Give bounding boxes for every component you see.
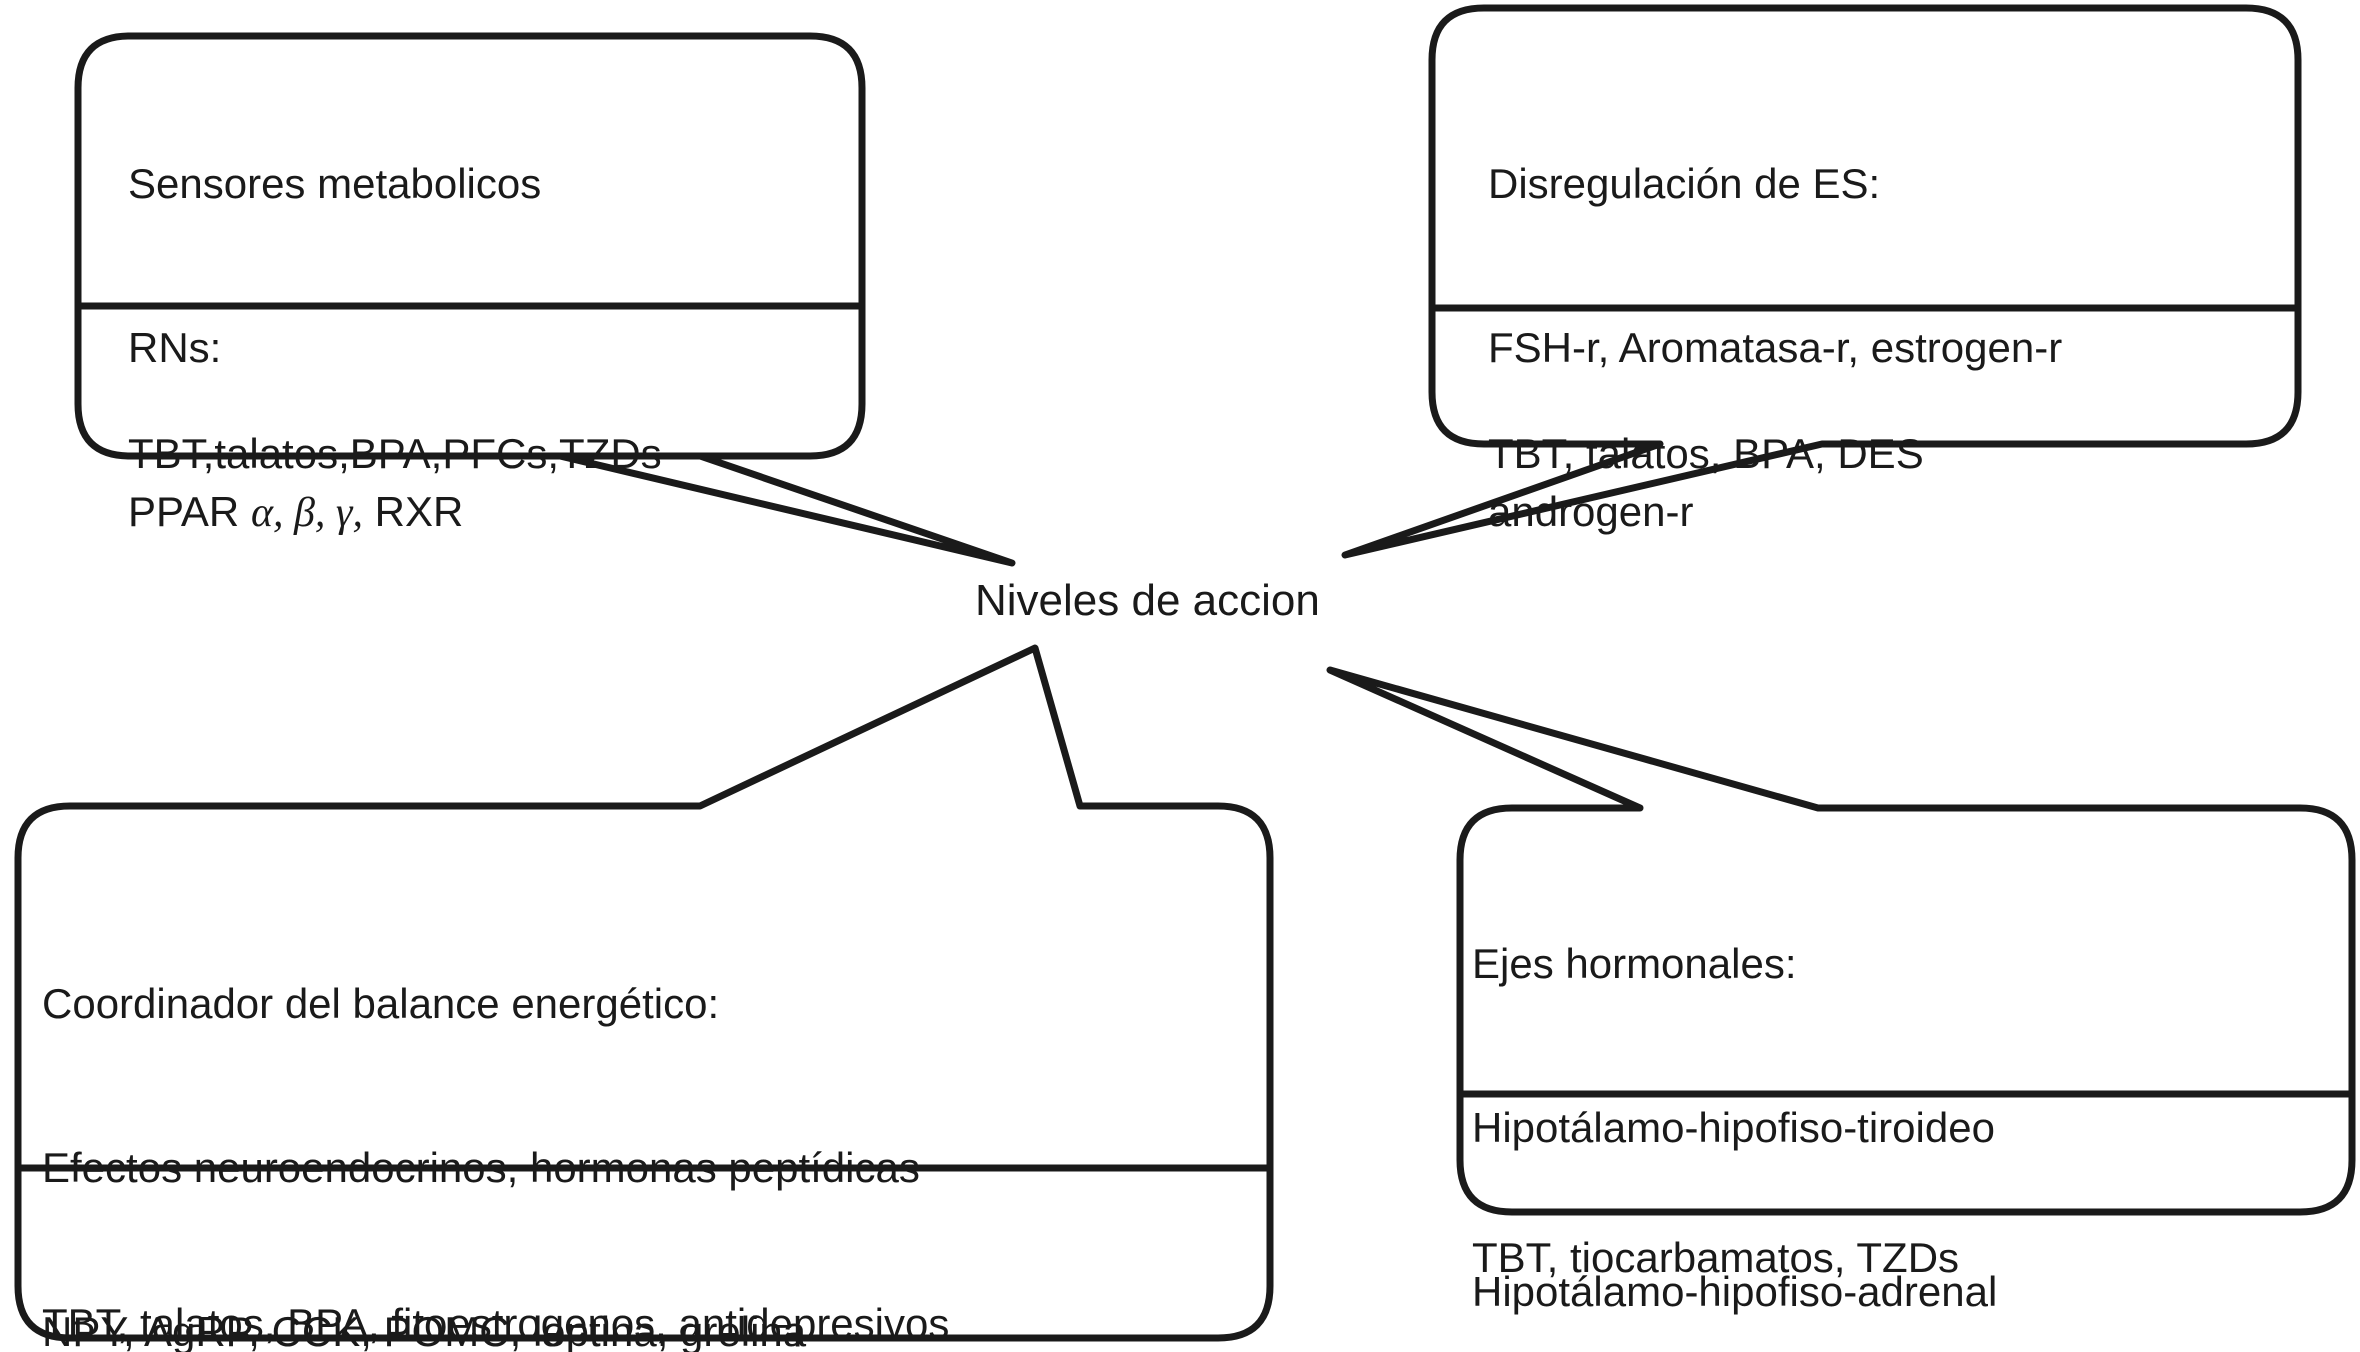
callout-shape-ejes-hormonales[interactable] (1326, 666, 2356, 1216)
text-line: TBT,talatos,BPA,PFCs,TZDs (128, 430, 662, 478)
callout-shape-sensores-metabolicos[interactable] (74, 32, 1016, 567)
callout-body-disregulacion-es: Disregulación de ES: FSH-r, Aromatasa-r,… (1488, 48, 2062, 649)
text-line: Coordinador del balance energético: (42, 980, 720, 1028)
text-fragment: PPAR (128, 487, 251, 535)
text-line: Sensores metabolicos (128, 160, 542, 208)
text-line: Disregulación de ES: (1488, 160, 1881, 208)
callout-footer-sensores-metabolicos: TBT,talatos,BPA,PFCs,TZDs (128, 318, 662, 591)
callout-footer-coordinador-balance-energetico: TBT, talatos, BPA, fitoestrogenos, antid… (42, 1188, 949, 1352)
text-line: NPY, AgRP, CCK, POMC, leptina, grelina (42, 1307, 807, 1352)
text-line: FSH-r, Aromatasa-r, estrogen-r (1488, 323, 2063, 371)
text-line: RNs: (128, 323, 222, 371)
text-line: Ejes hormonales: (1472, 940, 1797, 988)
text-line: Hipotálamo-hipofiso-adrenal (1472, 1267, 1998, 1315)
text-line: Efectos neuroendocrinos, hormonas peptíd… (42, 1143, 920, 1191)
text-line: PPAR α, β, γ, RXR (128, 485, 541, 541)
callout-body-sensores-metabolicos: Sensores metabolicos RNs: PPAR α, β, γ, … (128, 48, 541, 650)
callout-body-coordinador-balance-energetico: Coordinador del balance energético: Efec… (42, 868, 920, 1352)
hub-label: Niveles de accion (975, 576, 1320, 625)
callout-footer-ejes-hormonales: TBT, tiocarbamatos, TZDs (1472, 1122, 1959, 1352)
text-line: androgen-r (1488, 487, 1694, 535)
text-fragment: RXR (362, 487, 464, 535)
text-line: TBT, talatos, BPA, DES (1488, 430, 1924, 478)
callout-shape-disregulacion-es[interactable] (1341, 4, 2302, 559)
text-line: Hipotálamo-hipofiso-tiroideo (1472, 1103, 1995, 1151)
callout-body-ejes-hormonales: Ejes hormonales: Hipotálamo-hipofiso-tir… (1472, 828, 2137, 1352)
text-line: TBT, tiocarbamatos, TZDs (1472, 1234, 1960, 1282)
greek-symbols: α, β, γ, (250, 489, 363, 536)
callout-footer-disregulacion-es: TBT, talatos, BPA, DES (1488, 318, 1924, 591)
text-line: TBT, talatos, BPA, fitoestrogenos, antid… (42, 1300, 950, 1348)
